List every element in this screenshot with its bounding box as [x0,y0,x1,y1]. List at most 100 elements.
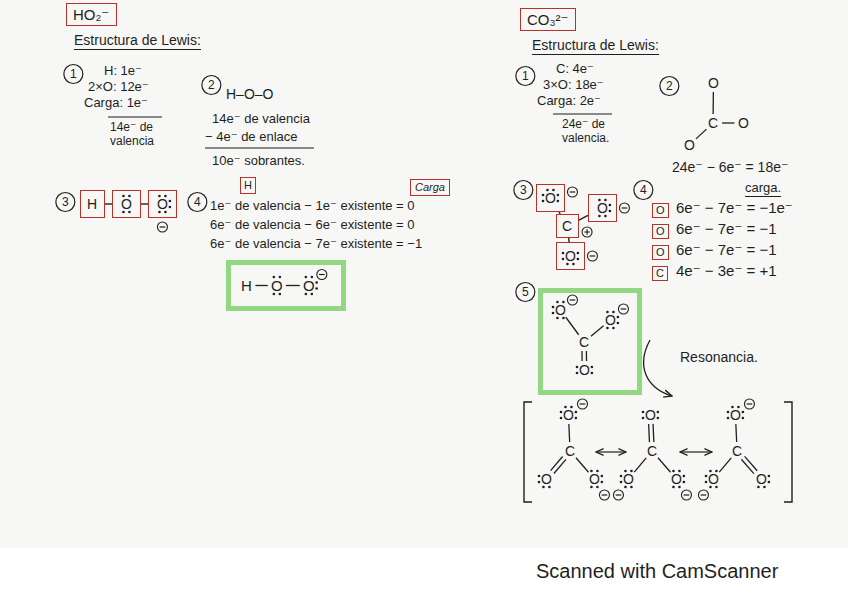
answer-box: OOCO [538,288,642,395]
atom-symbol: O [563,408,574,422]
lone-pair-dot [609,204,612,207]
chemical-bond [634,458,646,472]
atom-symbol: H [87,197,97,211]
atom-symbol: O [656,247,665,258]
charge-ring [567,187,577,197]
section-heading: Estructura de Lewis: [74,33,201,50]
charge-symbol [681,490,691,500]
charge-sign [602,494,608,495]
lone-pair-dot [575,411,578,414]
step-circle-group [56,65,679,302]
lone-pair-dot [311,293,314,296]
formal-charge-calc: 4e⁻ − 3e⁻ = +1 [676,263,777,278]
lone-pair-dot [562,317,565,320]
charge-sign [747,403,753,404]
step-number: 1 [70,68,77,80]
formula: CO₃²⁻ [527,12,569,27]
formula-box: HO₂⁻ [66,3,117,26]
watermark: Scanned with CamScanner [536,561,778,581]
lone-pair-dot [709,486,712,489]
lone-pair-dot [620,481,623,484]
paper-sheet [0,0,848,548]
chemical-bond [712,92,714,114]
step-circle [64,65,83,84]
chemical-bond [591,326,604,336]
chemical-bond [696,129,706,139]
formal-charge-calc: 6e⁻ − 7e⁻ = −1 [676,242,777,257]
atom-symbol: O [708,76,719,90]
lone-pair-dot [542,200,545,203]
atom-box: C [652,266,668,281]
lone-pair-dot [560,417,563,420]
lone-pair-dot [683,481,686,484]
chemical-bond [576,458,589,472]
charge-symbol [599,490,609,500]
sum-line [108,116,162,117]
lone-pair-dot [305,293,308,296]
step-circle [660,77,679,96]
lone-pair-dot [612,327,615,330]
charge-ring [698,490,708,500]
atom-box: O [536,184,565,212]
atom-box: H [80,190,105,218]
charge-symbol [567,187,577,197]
lone-pair-dot [596,486,599,489]
charge-symbol [567,295,577,305]
chemical-bond [581,351,582,361]
atom-box: O [652,224,669,239]
lone-pair-dot [557,194,560,197]
chemical-bond [554,459,566,473]
atom-symbol: O [623,472,634,486]
atom-symbol: O [545,191,556,205]
atom-symbol: C [579,335,589,349]
charge-sign [570,299,576,300]
lone-pair-dot [757,486,760,489]
lone-pair-dot [657,417,660,420]
charge-sign [684,494,690,495]
atom-symbol: O [656,205,665,216]
lone-pair-dot [542,194,545,197]
charge-ring [619,203,629,213]
bond-connector [141,203,148,204]
resonance-arrow [644,340,672,396]
electron-count: 3×O: 18e⁻ [543,78,604,91]
sum-line [205,147,314,148]
atom-symbol: O [303,278,315,293]
lone-pair-dot [128,211,131,214]
lone-pair-dot [657,411,660,414]
chemical-bond [255,285,267,286]
chemical-bond [741,459,754,473]
lone-pair-dot [705,481,708,484]
lone-pair-dot [557,200,560,203]
lone-pair-dot [576,372,579,375]
charge-sign [621,308,627,309]
lone-pair-dot [158,211,161,214]
lone-pair-dot [705,475,708,478]
chemical-bond [745,456,758,470]
charge-sign [616,494,622,495]
right-bracket [784,402,792,502]
lone-pair-dot [763,486,766,489]
lone-pair-dot [617,322,620,325]
atom-symbol: O [541,472,552,486]
atom-box: O [588,194,617,222]
atom-symbol: H [241,278,252,293]
step-number: 3 [520,184,527,196]
lone-pair-dot [624,486,627,489]
charge-sign [622,207,628,208]
lone-pair-dot [617,316,620,319]
lone-pair-dot [548,486,551,489]
electron-count: 2×O: 12e⁻ [88,80,149,93]
lone-pair-dot [556,317,559,320]
valence-count: 14e⁻ de valencia [212,112,310,125]
lone-pair-dot [169,200,172,203]
atom-symbol: O [708,472,719,486]
charge-sign [701,494,707,495]
lone-pair-dot [164,211,167,214]
step-number: 3 [62,196,69,208]
answer-box: HOO [226,260,346,311]
left-bracket [524,402,532,502]
step-number: 4 [640,184,647,196]
lone-pair-dot [572,263,575,266]
formal-charge-calc: 6e⁻ de valencia − 7e⁻ existente = −1 [210,237,422,250]
